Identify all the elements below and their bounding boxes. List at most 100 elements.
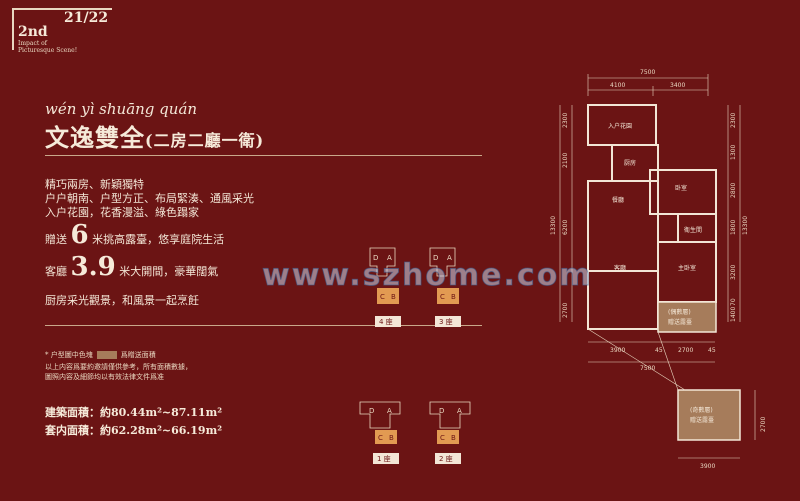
keyplan-1-a: A [387, 407, 392, 415]
dim-right-b: 1300 [730, 145, 737, 160]
room-kitchen: 厨房 [624, 159, 636, 167]
highlight-gift: 贈送 6 米挑高露臺，悠享庭院生活 [45, 222, 224, 248]
dim-right-e: 3200 [730, 265, 737, 280]
keyplan-tower-4-outline [369, 247, 396, 277]
dim-top-right: 3400 [670, 82, 685, 89]
dim-left-d: 2700 [562, 303, 569, 318]
keyplan-2-tag [435, 453, 461, 464]
keyplan-4-label: 4 座 [379, 317, 393, 326]
keyplan-2-b: B [451, 434, 456, 442]
unit-pinyin: wén yì shuāng quán [45, 100, 198, 118]
header-rule-vertical [12, 8, 14, 50]
keyplan-tower-2-outline [429, 401, 471, 429]
keyplan-1-c: C [378, 434, 383, 442]
disclaimer-1: 以上内容爲要約邀請僅供參考，所有面積數據， [45, 363, 192, 371]
dim-left-c: 6200 [562, 220, 569, 235]
dim-bottom-gap2: 45 [708, 347, 716, 354]
keyplan-top: D A D A C B C B 4 座 3 座 [369, 247, 461, 327]
label-even-floor: (偶數層) [668, 308, 691, 316]
dim-bottom-mid: 2700 [678, 347, 693, 354]
keyplan-4-unit [377, 288, 399, 304]
legend-prefix: * 户型圖中色塊 [45, 351, 93, 359]
room-bedroom: 卧室 [675, 184, 687, 192]
dim-top-left: 4100 [610, 82, 625, 89]
keyplan-1-tag [373, 453, 399, 464]
dim-bottom-total: 7500 [640, 365, 655, 372]
label-gift-terrace-odd: 贈送露臺 [690, 416, 714, 424]
dim-right-f: 1400 [730, 307, 737, 322]
feature-3: 入户花園，花香漫溢、綠色蹋家 [45, 206, 199, 219]
disclaimer-2: 圖照内容及細節均以有效法律文件爲准 [45, 373, 164, 381]
master-walls [657, 241, 717, 303]
kitchen-note: 厨房采光觀景，和風景一起烹飪 [45, 294, 199, 307]
hall-suffix: 米大開間，豪華闊氣 [119, 265, 219, 278]
living-walls [587, 270, 659, 330]
title-divider [45, 155, 482, 156]
dining-walls [587, 180, 659, 272]
gift-suffix: 米挑高露臺，悠享庭院生活 [92, 233, 225, 246]
terrace-dim-width: 3900 [700, 463, 715, 470]
feature-2: 户户朝南、户型方正、布局緊湊、通風采光 [45, 192, 254, 205]
keyplan-2-a: A [457, 407, 462, 415]
keyplan-4-c: C [380, 293, 385, 301]
build-area: 建築面積：約80.44m²~87.11m² [45, 406, 223, 419]
room-entry-garden: 入户花園 [608, 122, 632, 130]
hall-prefix: 客廳 [45, 265, 67, 278]
unit-title: 文逸雙全(二房二廳一衛) [45, 118, 264, 153]
keyplan-2-unit [437, 430, 459, 444]
tagline-line-1: Impact of [18, 40, 47, 47]
dim-right-g: 70 [730, 298, 737, 306]
keyplan-2-label: 2 座 [439, 454, 453, 463]
keyplan-1-label: 1 座 [377, 454, 391, 463]
keyplan-3-d: D [433, 254, 438, 262]
keyplan-1-d: D [369, 407, 374, 415]
header-rule [12, 8, 112, 10]
terrace-link-line [587, 328, 686, 391]
keyplan-4-a: A [387, 254, 392, 262]
highlight-hall: 客廳 3.9 米大開間，豪華闊氣 [45, 254, 218, 280]
keyplan-4-tag [375, 316, 401, 327]
room-dining: 餐廳 [612, 196, 624, 204]
unit-type: (二房二廳一衛) [145, 131, 265, 150]
keyplan-3-a: A [447, 254, 452, 262]
room-master: 主卧室 [678, 264, 696, 272]
gift-terrace-even [657, 301, 717, 333]
gift-area-swatch [96, 351, 117, 359]
keyplan-2-c: C [440, 434, 445, 442]
dim-right-c: 2800 [730, 183, 737, 198]
tagline: Impact of Picturesque Scene! [18, 40, 88, 54]
gift-number: 6 [70, 220, 89, 250]
keyplan-3-tag [435, 316, 461, 327]
gift-prefix: 贈送 [45, 233, 67, 246]
keyplan-4-d: D [373, 254, 378, 262]
keyplan-3-unit [437, 288, 459, 304]
terrace-dim-height: 2700 [760, 417, 767, 432]
page-number: 21/22 [64, 10, 109, 26]
dim-right-d: 1800 [730, 220, 737, 235]
room-living: 客廳 [614, 264, 626, 272]
feature-1: 精巧兩房、新穎獨特 [45, 178, 144, 191]
legend-suffix: 爲贈送面積 [120, 351, 156, 359]
room-bathroom: 衛生間 [684, 226, 702, 234]
keyplan-tower-1-outline [359, 401, 401, 429]
edition-label: 2nd [18, 24, 48, 40]
keyplan-1-b: B [389, 434, 394, 442]
label-gift-terrace: 贈送露臺 [668, 318, 692, 326]
dim-right-total: 13300 [742, 216, 749, 235]
dim-left-b: 2100 [562, 153, 569, 168]
bedroom-walls [649, 169, 717, 215]
unit-name: 文逸雙全 [45, 123, 145, 152]
dim-bottom-left: 3900 [610, 347, 625, 354]
section-divider [45, 325, 482, 326]
keyplan-1-unit [375, 430, 397, 444]
keyplan-bottom: D A D A C B C B 1 座 2 座 [359, 401, 471, 464]
floor-plan: 7500 4100 3400 3900 45 2700 45 7500 2300… [550, 69, 767, 470]
terrace-link-line [657, 331, 679, 391]
keyplan-tower-3-outline [429, 247, 456, 277]
watermark: www.szhome.com [262, 258, 593, 294]
keyplan-2-d: D [439, 407, 444, 415]
keyplan-3-label: 3 座 [439, 317, 453, 326]
keyplan-4-b: B [391, 293, 396, 301]
dim-bottom-gap1: 45 [655, 347, 663, 354]
dim-right-a: 2300 [730, 113, 737, 128]
